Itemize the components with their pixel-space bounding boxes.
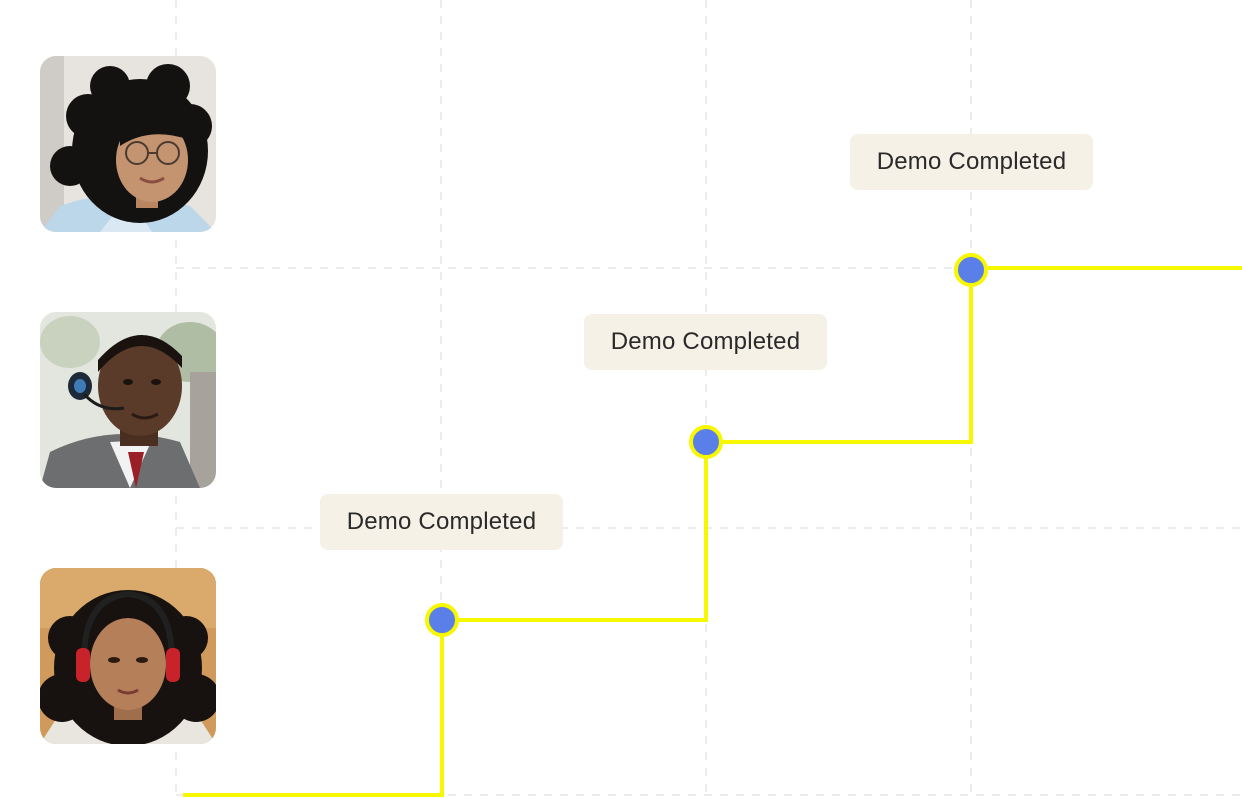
- avatar-woman-glasses: [40, 56, 216, 232]
- man-headset-portrait-icon: [40, 312, 216, 488]
- milestone-label: Demo Completed: [584, 314, 827, 370]
- woman-red-headphones-portrait-icon: [40, 568, 216, 744]
- milestone-label: Demo Completed: [850, 134, 1093, 190]
- avatar-woman-headphones: [40, 568, 216, 744]
- woman-curly-hair-glasses-portrait-icon: [40, 56, 216, 232]
- milestone-node: [425, 603, 459, 637]
- step-path: [183, 266, 1242, 797]
- milestone-label: Demo Completed: [320, 494, 563, 550]
- milestone-node: [954, 253, 988, 287]
- milestone-node: [689, 425, 723, 459]
- avatar-man-headset: [40, 312, 216, 488]
